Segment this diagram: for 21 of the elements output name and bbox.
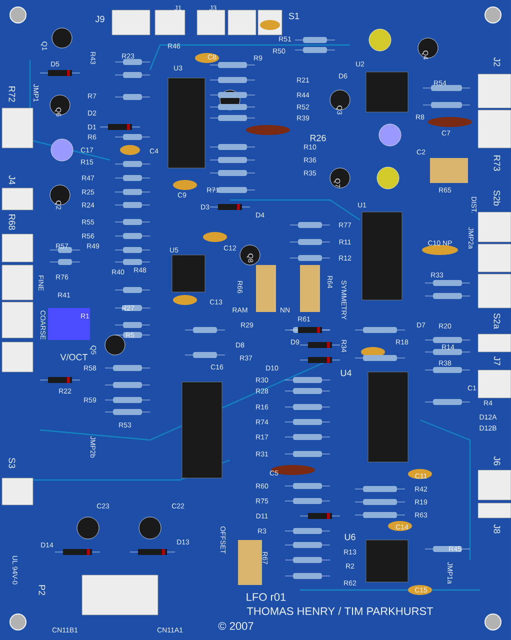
silkscreen-label: P2 [38,585,46,596]
silkscreen-label: R68 [8,214,16,230]
silkscreen-label: R26 [310,134,326,142]
silkscreen-label: R73 [494,156,500,171]
silkscreen-label: J2 [494,57,500,66]
silkscreen-label: S3 [8,458,16,468]
silkscreen-label: THOMAS HENRY / TIM PARKHURST [246,606,434,616]
silkscreen-label: V/OCT [60,354,88,360]
silkscreen-label: J9 [95,16,104,22]
silkscreen-label: J6 [494,456,500,466]
silkscreen-label: LFO r01 [246,593,286,601]
silkscreen-label: R72 [8,86,16,102]
silkscreen-label: J4 [8,175,16,184]
silkscreen-label: J8 [494,524,500,534]
silkscreen-label: U4 [340,370,352,376]
silkscreen-label: S1 [288,12,300,20]
silkscreen-label: U6 [344,534,356,540]
silkscreen-label: S2b [494,190,500,206]
silkscreen-label: J7 [494,356,500,366]
silkscreen-label: S2a [494,313,500,329]
silkscreen-label: © 2007 [218,622,254,630]
